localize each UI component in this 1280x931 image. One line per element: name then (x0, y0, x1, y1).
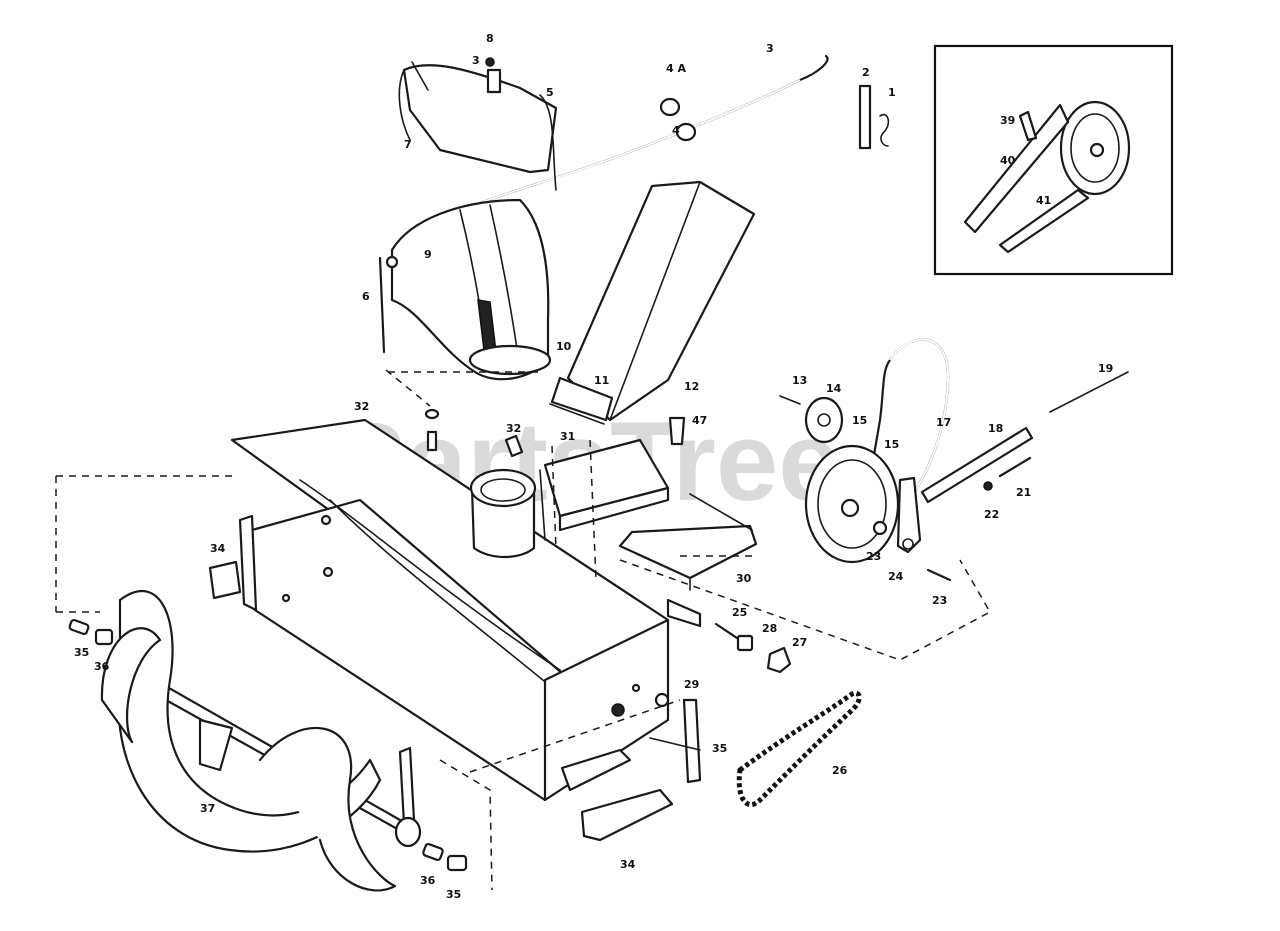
callout-12: 12 (684, 380, 699, 393)
deflector-bracket (486, 68, 502, 94)
callout-27: 27 (792, 636, 807, 649)
callout-34a: 34 (210, 542, 226, 555)
inset-belt-upper (963, 103, 1070, 234)
skid-shoe-right (580, 788, 674, 842)
chute-flange (550, 376, 614, 422)
small-pulley (779, 395, 844, 444)
callout-3b: 3 (766, 42, 774, 55)
skid-shoe-left (208, 560, 242, 600)
callout-25: 25 (732, 606, 747, 619)
callout-36a: 36 (94, 660, 110, 673)
housing-side-panel (543, 618, 670, 802)
deflector-cable (539, 94, 557, 191)
drive-chain (736, 690, 862, 808)
end-bushings (68, 618, 468, 872)
inset-belt-lower (998, 188, 1090, 254)
callout-34b: 34 (620, 858, 636, 871)
callout-31: 31 (560, 430, 575, 443)
callout-39: 39 (1000, 114, 1015, 127)
chute-base-ring (468, 344, 552, 376)
drive-shaft (920, 426, 1034, 504)
callout-30: 30 (736, 572, 752, 585)
callout-labels: 8 3 3 4 A 5 4 7 2 1 9 6 10 11 12 13 14 1… (74, 32, 1113, 901)
pin-23 (926, 568, 952, 582)
rod-bushing-lower (675, 122, 697, 142)
callout-4: 4 (672, 124, 680, 137)
pin (858, 84, 872, 150)
chute-crank-pin (378, 256, 386, 354)
bolt-21 (998, 456, 1032, 478)
callout-4a: 4 A (666, 62, 686, 75)
side-bracket (649, 692, 702, 784)
small-hardware (424, 408, 686, 458)
auger (100, 590, 422, 892)
callout-35c: 35 (446, 888, 461, 901)
callout-23b: 23 (932, 594, 947, 607)
callout-47: 47 (692, 414, 707, 427)
sprocket-hardware (666, 598, 792, 674)
chute-collar (469, 468, 537, 558)
idler-arm (896, 476, 922, 554)
callout-9: 9 (424, 248, 432, 261)
rod-bushing-upper (659, 97, 681, 117)
callout-11: 11 (594, 374, 609, 387)
callout-13: 13 (792, 374, 807, 387)
callout-28: 28 (762, 622, 777, 635)
deflector-nut (485, 57, 495, 67)
callout-6: 6 (362, 290, 370, 303)
control-rod (1049, 371, 1129, 413)
deflector (398, 57, 558, 174)
pin-and-clip (858, 84, 890, 150)
inset-detail: 39 40 41 (933, 44, 1174, 276)
callout-21: 21 (1016, 486, 1031, 499)
auger-bearing (394, 816, 422, 848)
callout-35b: 35 (74, 646, 89, 659)
callout-1: 1 (888, 86, 896, 99)
callout-24: 24 (888, 570, 904, 583)
callout-5: 5 (546, 86, 554, 99)
callout-18: 18 (988, 422, 1003, 435)
hair-clip (879, 113, 890, 147)
assembly-lines (55, 369, 992, 891)
auger-flight-right (258, 726, 397, 892)
callout-19: 19 (1098, 362, 1113, 375)
discharge-chute (378, 198, 552, 381)
callout-37: 37 (200, 802, 215, 815)
callout-23a: 23 (866, 550, 881, 563)
callout-7: 7 (404, 138, 412, 151)
callout-32a: 32 (354, 400, 369, 413)
callout-29: 29 (684, 678, 699, 691)
support-bracket (618, 493, 758, 591)
inset-key (1018, 110, 1038, 142)
callout-17: 17 (936, 416, 951, 429)
callout-15b: 15 (884, 438, 899, 451)
skid-shoes (208, 560, 674, 842)
callout-22: 22 (984, 508, 999, 521)
frame (539, 438, 670, 541)
callout-32b: 32 (506, 422, 521, 435)
callout-41: 41 (1036, 194, 1051, 207)
callout-14: 14 (826, 382, 842, 395)
callout-15a: 15 (852, 414, 867, 427)
shaft-and-rod (872, 371, 1129, 582)
callout-35a: 35 (712, 742, 727, 755)
callout-3: 3 (472, 54, 480, 67)
callout-26: 26 (832, 764, 848, 777)
nut-22 (983, 481, 993, 491)
callout-8: 8 (486, 32, 494, 45)
callout-36b: 36 (420, 874, 436, 887)
callout-40: 40 (1000, 154, 1016, 167)
large-pulley (804, 444, 900, 564)
chute-extension (549, 180, 756, 425)
callout-2: 2 (862, 66, 870, 79)
callout-10: 10 (556, 340, 572, 353)
auger-housing (230, 418, 670, 802)
